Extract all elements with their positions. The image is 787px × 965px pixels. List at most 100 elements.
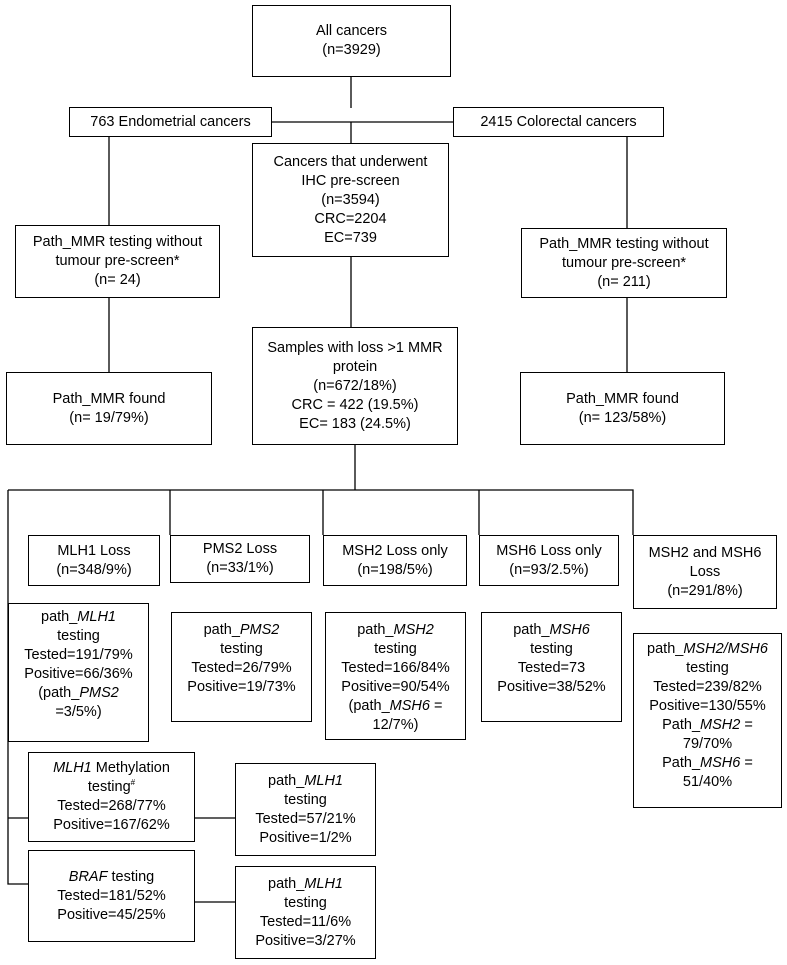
node-methylation-path-mlh1: path_MLH1 testing Tested=57/21% Positive… — [235, 763, 376, 856]
node-line: CRC=2204 — [314, 210, 387, 227]
node-line: Tested=26/79% — [191, 660, 292, 676]
node-line: testing — [284, 791, 327, 808]
node-line: Path_MMR testing without — [539, 235, 709, 252]
text-part: Methylation — [91, 760, 170, 776]
node-msh6-testing: path_MSH6 testing Tested=73 Positive=38/… — [481, 612, 622, 722]
node-line: testing — [686, 660, 729, 676]
node-line: Tested=191/79% — [24, 647, 133, 663]
node-line: (path_PMS2 — [38, 684, 119, 703]
node-line: Tested=268/77% — [57, 798, 166, 814]
node-line: Positive=3/27% — [255, 932, 356, 949]
node-line: MLH1 Methylation — [53, 759, 170, 778]
node-line: CRC = 422 (19.5%) — [291, 396, 419, 413]
node-line: PMS2 Loss — [202, 541, 278, 557]
node-ihc-prescreen: Cancers that underwent IHC pre-screen (n… — [252, 143, 449, 257]
gene-name: MLH1 — [53, 760, 92, 776]
node-line: Tested=11/6% — [259, 913, 352, 930]
node-line: testing — [374, 641, 417, 657]
node-line: Path_MSH6 = — [662, 754, 753, 773]
node-line: Tested=73 — [517, 660, 586, 676]
node-line: Path_MSH2 = — [662, 716, 753, 735]
node-line: path_MSH6 — [513, 621, 590, 640]
text-part: = — [429, 698, 443, 714]
node-line: 51/40% — [682, 774, 733, 790]
node-line: BRAF testing — [69, 868, 154, 887]
gene-name: PMS2 — [79, 685, 119, 701]
gene-name: MLH1 — [77, 609, 116, 625]
node-msh6-loss: MSH6 Loss only (n=93/2.5%) — [479, 535, 619, 586]
text-part: (path_ — [38, 685, 80, 701]
node-pms2-loss: PMS2 Loss (n=33/1%) — [170, 535, 310, 583]
text-part: path_ — [268, 772, 305, 789]
node-msh2-loss: MSH2 Loss only (n=198/5%) — [323, 535, 467, 586]
node-line: Path_MMR found — [52, 390, 166, 407]
node-line: (n= 123/58%) — [578, 409, 667, 426]
node-line: Positive=167/62% — [53, 817, 170, 833]
text-part: path_ — [268, 875, 305, 892]
node-line: Samples with loss >1 MMR — [267, 339, 443, 356]
text-part: testing — [107, 868, 155, 885]
node-path-testing-right: Path_MMR testing without tumour pre-scre… — [521, 228, 727, 298]
node-line: EC= 183 (24.5%) — [299, 415, 411, 432]
node-line: IHC pre-screen — [301, 172, 400, 189]
node-line: Positive=45/25% — [57, 906, 166, 923]
node-line: (n=3594) — [321, 191, 380, 208]
node-line: path_MLH1 — [268, 875, 343, 894]
node-line: Tested=57/21% — [255, 810, 356, 827]
node-line: MSH2 Loss only — [342, 542, 448, 559]
node-line: MLH1 Loss — [57, 542, 131, 559]
node-line: testing — [530, 641, 573, 657]
node-path-testing-left: Path_MMR testing without tumour pre-scre… — [15, 225, 220, 298]
node-mlh1-methylation: MLH1 Methylation testing# Tested=268/77%… — [28, 752, 195, 842]
node-line: Positive=90/54% — [341, 679, 450, 695]
node-line: path_MLH1 — [268, 772, 343, 791]
gene-name: MSH2/MSH6 — [683, 641, 768, 657]
gene-name: MSH2 — [393, 622, 434, 638]
gene-name: MLH1 — [304, 772, 343, 789]
text-part: path_ — [41, 609, 78, 625]
node-braf-path-mlh1: path_MLH1 testing Tested=11/6% Positive=… — [235, 866, 376, 959]
node-all-cancers: All cancers (n=3929) — [252, 5, 451, 77]
node-line: (n=291/8%) — [667, 582, 743, 599]
node-line: (n=33/1%) — [206, 560, 274, 576]
node-msh2-testing: path_MSH2 testing Tested=166/84% Positiv… — [325, 612, 466, 740]
node-line: Path_MMR found — [566, 390, 679, 407]
node-line: 763 Endometrial cancers — [90, 113, 251, 130]
node-line: (path_MSH6 = — [349, 697, 443, 716]
node-msh2-msh6-loss: MSH2 and MSH6 Loss (n=291/8%) — [633, 535, 777, 609]
node-msh2-msh6-testing: path_MSH2/MSH6 testing Tested=239/82% Po… — [633, 633, 782, 808]
node-line: 2415 Colorectal cancers — [480, 113, 637, 130]
node-colorectal: 2415 Colorectal cancers — [453, 107, 664, 137]
node-line: (n= 24) — [94, 272, 141, 288]
gene-name: MSH6 — [549, 622, 590, 638]
text-part: path_ — [513, 622, 550, 638]
node-line: Tested=239/82% — [653, 679, 762, 695]
gene-name: PMS2 — [239, 622, 280, 638]
node-line: Loss — [689, 563, 721, 580]
node-line: =3/5%) — [55, 704, 102, 720]
node-line: Positive=38/52% — [497, 679, 606, 695]
text-part: path_ — [203, 622, 240, 638]
node-line: tumour pre-screen* — [561, 254, 687, 271]
gene-name: MSH2 — [700, 717, 741, 733]
text-part: Path_ — [662, 755, 701, 771]
node-line: testing — [220, 641, 263, 657]
footnote-mark: # — [130, 778, 136, 788]
node-line: (n= 19/79%) — [69, 409, 149, 426]
node-line: testing# — [88, 778, 135, 797]
gene-name: MSH6 — [700, 755, 741, 771]
text-part: path_ — [647, 641, 684, 657]
node-line: MSH6 Loss only — [496, 542, 602, 559]
node-pms2-testing: path_PMS2 testing Tested=26/79% Positive… — [171, 612, 312, 722]
node-line: Positive=19/73% — [187, 679, 296, 695]
node-mmr-loss: Samples with loss >1 MMR protein (n=672/… — [252, 327, 458, 445]
node-endometrial: 763 Endometrial cancers — [69, 107, 272, 137]
node-line: MSH2 and MSH6 — [648, 544, 762, 561]
node-line: tumour pre-screen* — [55, 253, 180, 269]
node-line: (n=3929) — [322, 42, 381, 58]
node-line: (n=93/2.5%) — [509, 561, 589, 578]
node-mlh1-testing: path_MLH1 testing Tested=191/79% Positiv… — [8, 603, 149, 742]
text-part: (path_ — [348, 698, 390, 714]
gene-name: MSH6 — [389, 698, 430, 714]
node-found-right: Path_MMR found (n= 123/58%) — [520, 372, 725, 445]
